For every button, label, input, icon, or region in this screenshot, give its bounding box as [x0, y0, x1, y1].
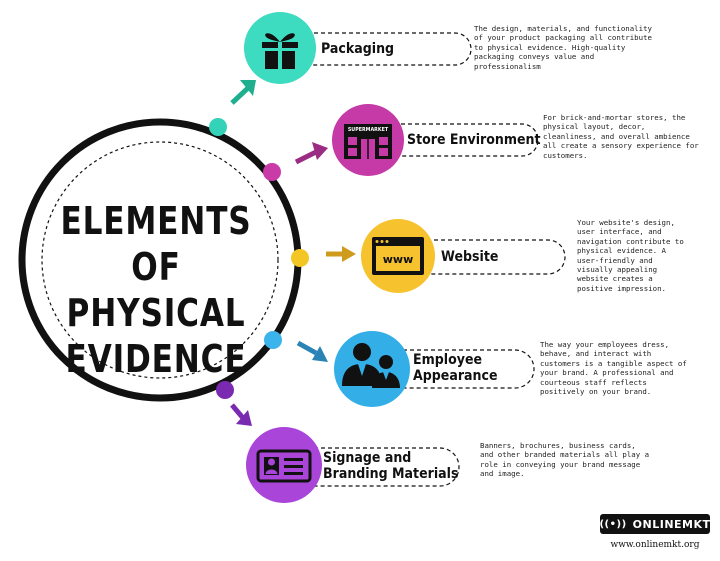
broadcast-icon: ((•)): [599, 518, 627, 530]
logo-text: ONLINEMKT: [632, 517, 711, 531]
onlinemkt-logo: ((•)) ONLINEMKT: [599, 514, 711, 534]
employees-icon: [342, 343, 400, 388]
store-sign-text: SUPERMARKET: [348, 127, 389, 133]
employee-appearance-label-line2: Appearance: [413, 368, 498, 384]
packaging-description: The design, materials, and functionality…: [474, 24, 652, 71]
employee-appearance-description: The way your employees dress, behave, an…: [540, 340, 687, 397]
ring-dot-website: [291, 249, 309, 267]
arrow-signage: [230, 403, 252, 426]
packaging-label: Packaging: [321, 41, 395, 57]
ring-dot-signage: [216, 381, 234, 399]
browser-window-icon: www: [372, 237, 424, 275]
website-url: www.onlinemkt.org: [610, 540, 700, 550]
storefront-icon: SUPERMARKET: [344, 124, 392, 159]
arrow-store: [294, 142, 328, 165]
signage-label-line1: Signage and: [323, 450, 412, 466]
ring-dot-packaging: [209, 118, 227, 136]
ring-dot-store: [263, 163, 281, 181]
website-label: Website: [441, 249, 499, 265]
website-description: Your website's design, user interface, a…: [577, 218, 684, 293]
arrow-employee: [296, 340, 328, 362]
pill-employee: [396, 349, 535, 389]
gift-box-icon: [262, 33, 298, 69]
pill-signage: [300, 447, 460, 487]
ring-dot-employee: [264, 331, 282, 349]
store-environment-label: Store Environment: [407, 132, 541, 148]
arrow-website: [326, 246, 356, 262]
www-text: www: [383, 253, 414, 266]
diagram-title: ELEMENTS OF PHYSICAL EVIDENCE: [60, 199, 252, 381]
store-environment-description: For brick-and-mortar stores, the physica…: [543, 113, 699, 160]
inner-dashed-ring: [41, 141, 279, 379]
signage-description: Banners, brochures, business cards, and …: [480, 441, 650, 479]
signage-label-line2: Branding Materials: [323, 466, 459, 482]
pill-website: [420, 239, 566, 275]
id-card-icon: [256, 449, 312, 483]
employee-appearance-label-line1: Employee: [413, 352, 483, 368]
arrow-packaging: [230, 80, 256, 105]
